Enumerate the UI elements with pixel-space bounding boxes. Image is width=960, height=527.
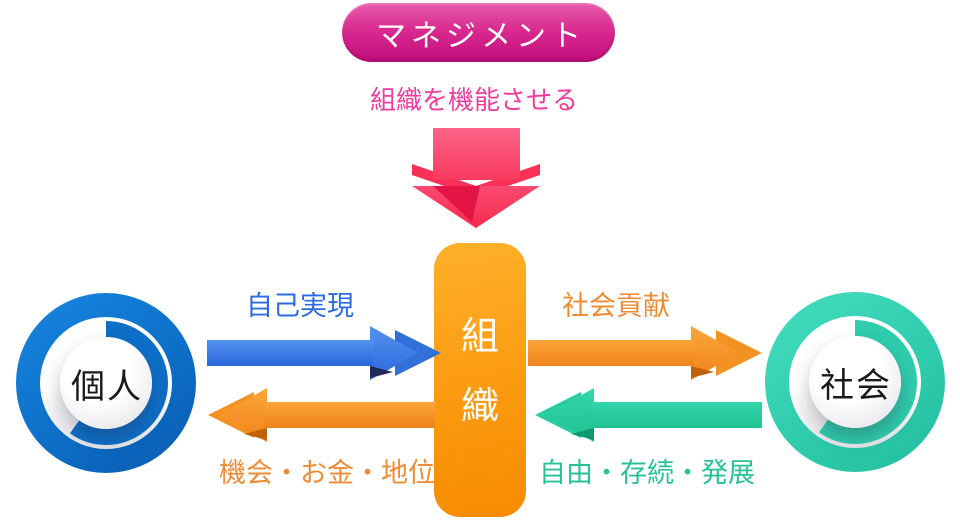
individual-label: 個人 <box>71 368 143 406</box>
society-arc <box>793 320 917 444</box>
organization-label-char-2: 織 <box>460 386 499 428</box>
label-social-contribution: 社会貢献 <box>562 291 670 321</box>
label-self-realization: 自己実現 <box>246 291 354 321</box>
individual-arc <box>44 321 168 445</box>
arrow-freedom <box>535 388 762 442</box>
organization-label-char-1: 組 <box>460 316 499 358</box>
arrow-self-realization <box>207 326 441 380</box>
management-pill-label: マネジメント <box>376 19 586 53</box>
society-circle: 社会 <box>765 292 945 472</box>
arrow-social-contribution <box>528 326 762 380</box>
down-arrow-icon <box>412 128 540 228</box>
individual-inner-disc: 個人 <box>60 337 152 429</box>
individual-circle: 個人 <box>16 293 196 473</box>
label-freedom: 自由・存続・発展 <box>539 458 755 488</box>
label-opportunity: 機会・お金・地位 <box>219 458 435 488</box>
management-pill: マネジメント <box>342 3 615 62</box>
society-inner-disc: 社会 <box>809 336 901 428</box>
organization-box: 組 織 <box>434 243 526 517</box>
society-label: 社会 <box>820 367 892 405</box>
arrow-opportunity <box>208 388 435 442</box>
management-subtitle: 組織を機能させる <box>369 86 579 115</box>
